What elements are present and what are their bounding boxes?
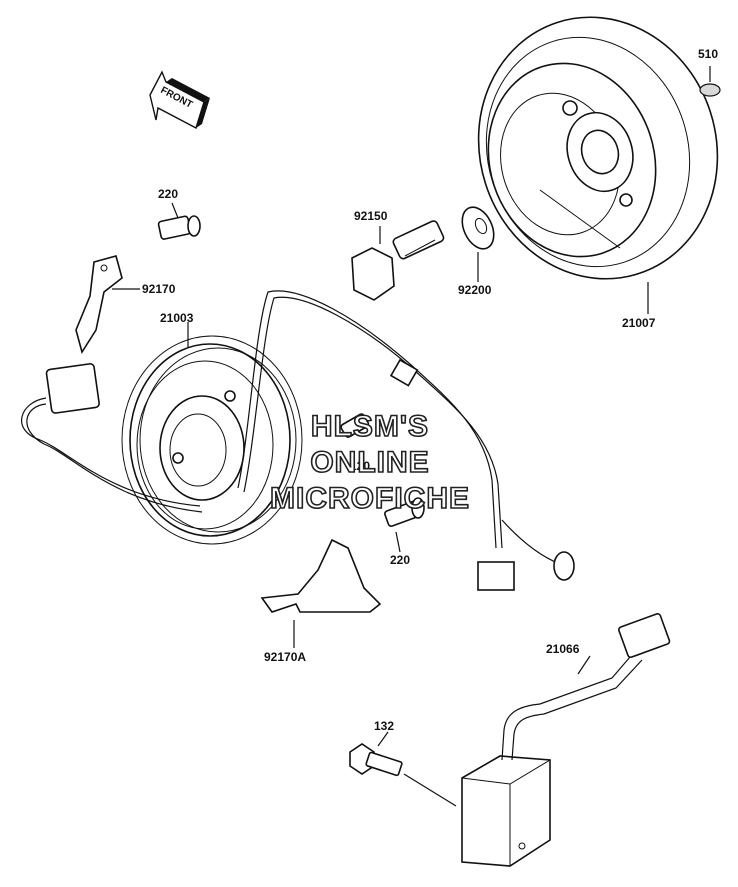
bolt-220-top [157,202,201,240]
stator [121,322,303,545]
label-92170A: 92170A [264,650,306,664]
label-21007: 21007 [622,316,656,330]
label-220-top: 220 [158,187,178,201]
watermark-line1: HLSM'S [311,410,429,443]
watermark-line3: MICROFICHE [270,482,470,515]
flywheel-rotor [477,16,719,280]
bolt-132 [349,731,457,807]
flywheel-bolt [351,220,445,301]
label-21066: 21066 [546,642,580,656]
bolt-120 [340,413,370,438]
label-120: 120 [350,459,370,473]
pickup-coil [21,363,203,513]
label-92200: 92200 [458,283,492,297]
label-92170: 92170 [142,282,176,296]
clamp-92170A [260,538,382,648]
label-132: 132 [374,719,394,733]
label-92150: 92150 [354,209,388,223]
clamp-92170 [75,255,140,354]
bolt-220-mid [384,497,425,553]
label-220-mid: 220 [390,553,410,567]
label-510: 510 [698,47,718,61]
label-21003: 21003 [160,311,194,325]
regulator-rectifier [461,612,671,867]
stator-harness [237,290,575,591]
watermark-line2: ONLINE [310,446,429,479]
watermark: HLSM'S ONLINE MICROFICHE [269,409,470,516]
front-arrow-icon: FRONT [149,70,210,130]
washer [461,206,495,282]
woodruff-key [699,66,721,97]
